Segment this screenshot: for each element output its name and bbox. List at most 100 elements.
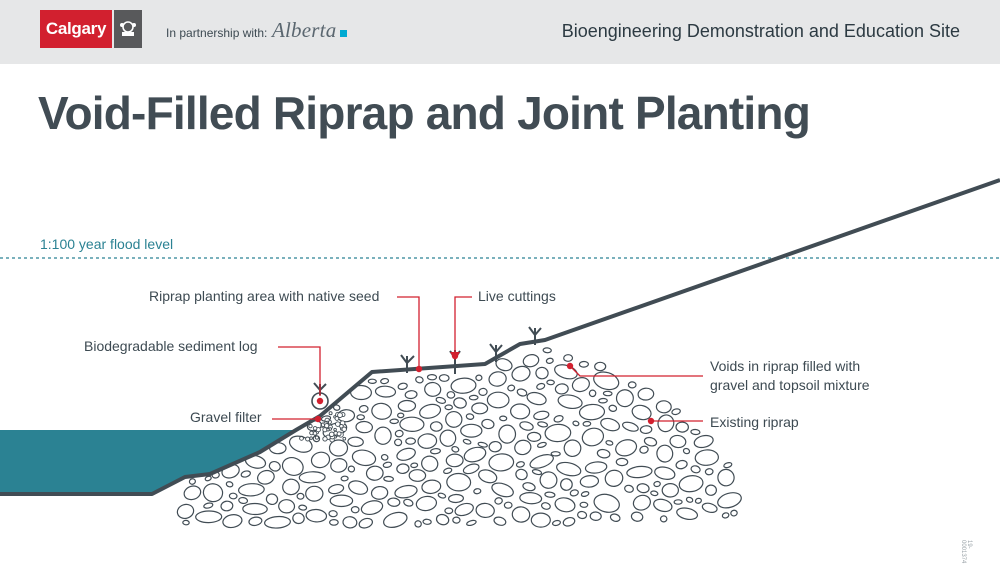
gravel-pebble bbox=[341, 426, 347, 432]
riprap-rock bbox=[367, 378, 377, 385]
riprap-rock bbox=[448, 493, 464, 504]
riprap-rock bbox=[562, 516, 576, 527]
riprap-rock bbox=[630, 511, 644, 522]
riprap-rock bbox=[608, 404, 618, 412]
riprap-rock bbox=[615, 457, 629, 467]
riprap-rock bbox=[579, 475, 600, 488]
gravel-pebble bbox=[309, 430, 314, 436]
riprap-rock bbox=[498, 424, 517, 444]
riprap-rock bbox=[488, 453, 515, 472]
gravel-pebble bbox=[337, 412, 343, 418]
riprap-rock bbox=[374, 385, 397, 398]
riprap-rock bbox=[437, 492, 447, 499]
riprap-rock bbox=[685, 496, 694, 503]
gravel-pebble bbox=[312, 431, 318, 436]
riprap-rock bbox=[358, 404, 369, 413]
riprap-rock bbox=[556, 461, 582, 477]
riprap-rock bbox=[410, 462, 419, 469]
label-live-cuttings: Live cuttings bbox=[478, 288, 556, 304]
riprap-rock bbox=[421, 479, 442, 495]
riprap-rock bbox=[475, 502, 495, 519]
riprap-rock bbox=[554, 497, 576, 513]
gravel-pebble bbox=[328, 411, 333, 416]
riprap-rock bbox=[330, 458, 348, 473]
riprap-rock bbox=[730, 509, 738, 517]
riprap-rock bbox=[182, 519, 190, 526]
riprap-rock bbox=[257, 469, 275, 485]
riprap-rock bbox=[690, 428, 701, 436]
riprap-rock bbox=[671, 408, 681, 416]
riprap-rock bbox=[380, 377, 390, 385]
riprap-rock bbox=[582, 420, 592, 427]
riprap-rock bbox=[627, 381, 637, 389]
riprap-rock bbox=[242, 502, 268, 516]
riprap-rock bbox=[446, 391, 456, 399]
riprap-rock bbox=[557, 394, 583, 410]
riprap-rock bbox=[340, 475, 349, 482]
riprap-rock bbox=[563, 439, 582, 458]
gravel-pebble bbox=[342, 436, 347, 441]
riprap-rock bbox=[397, 399, 417, 412]
riprap-rock bbox=[202, 483, 224, 503]
riprap-rock bbox=[701, 502, 718, 513]
riprap-rock bbox=[298, 471, 326, 484]
gravel-pebble bbox=[334, 416, 340, 421]
riprap-rock bbox=[403, 498, 414, 507]
riprap-rock bbox=[462, 438, 472, 445]
riprap-rocks bbox=[176, 347, 742, 529]
riprap-rock bbox=[438, 374, 450, 382]
riprap-rock bbox=[519, 492, 543, 505]
riprap-rock bbox=[522, 354, 540, 368]
riprap-rock bbox=[282, 478, 300, 496]
riprap-rock bbox=[516, 388, 528, 397]
riprap-rock bbox=[414, 520, 422, 528]
riprap-rock bbox=[446, 472, 472, 492]
riprap-rock bbox=[348, 480, 369, 495]
riprap-rock bbox=[296, 492, 305, 500]
riprap-rock bbox=[477, 441, 488, 448]
riprap-rock bbox=[329, 494, 354, 508]
riprap-rock bbox=[454, 502, 474, 517]
riprap-rock bbox=[452, 516, 461, 524]
label-sediment-log: Biodegradable sediment log bbox=[84, 338, 258, 354]
label-voids: Voids in riprap filled with bbox=[710, 358, 861, 374]
riprap-rock bbox=[717, 492, 742, 509]
riprap-rock bbox=[183, 485, 202, 501]
riprap-rock bbox=[195, 510, 223, 524]
riprap-rock bbox=[493, 516, 507, 526]
riprap-rock bbox=[419, 403, 442, 419]
riprap-rock bbox=[471, 402, 489, 415]
riprap-rock bbox=[347, 436, 364, 448]
riprap-rock bbox=[609, 513, 621, 522]
page-title: Void-Filled Riprap and Joint Planting bbox=[38, 87, 811, 139]
riprap-rock bbox=[579, 501, 589, 508]
riprap-rock bbox=[176, 503, 195, 520]
riprap-rock bbox=[544, 491, 556, 498]
riprap-rock bbox=[475, 374, 483, 382]
callout-leaders bbox=[272, 296, 703, 422]
riprap-rock bbox=[704, 468, 714, 476]
riprap-rock bbox=[355, 420, 373, 434]
riprap-rock bbox=[389, 418, 399, 425]
riprap-rock bbox=[723, 461, 733, 469]
riprap-rock bbox=[268, 460, 281, 472]
riprap-rock bbox=[604, 469, 624, 487]
gravel-pebble bbox=[328, 431, 335, 438]
riprap-rock bbox=[499, 415, 508, 422]
alberta-logo: Alberta bbox=[272, 18, 337, 42]
riprap-rock bbox=[371, 402, 392, 420]
riprap-rock bbox=[598, 397, 608, 404]
riprap-rock bbox=[453, 397, 467, 409]
riprap-rock bbox=[429, 421, 443, 432]
riprap-rock bbox=[394, 484, 418, 499]
riprap-rock bbox=[494, 497, 503, 505]
riprap-rock bbox=[342, 516, 358, 529]
riprap-rock bbox=[530, 512, 551, 528]
riprap-rock bbox=[203, 502, 214, 509]
riprap-rock bbox=[690, 465, 701, 474]
riprap-rock bbox=[503, 501, 513, 509]
riprap-rock bbox=[444, 507, 454, 515]
riprap-rock bbox=[417, 433, 438, 449]
riprap-rock bbox=[694, 497, 702, 504]
